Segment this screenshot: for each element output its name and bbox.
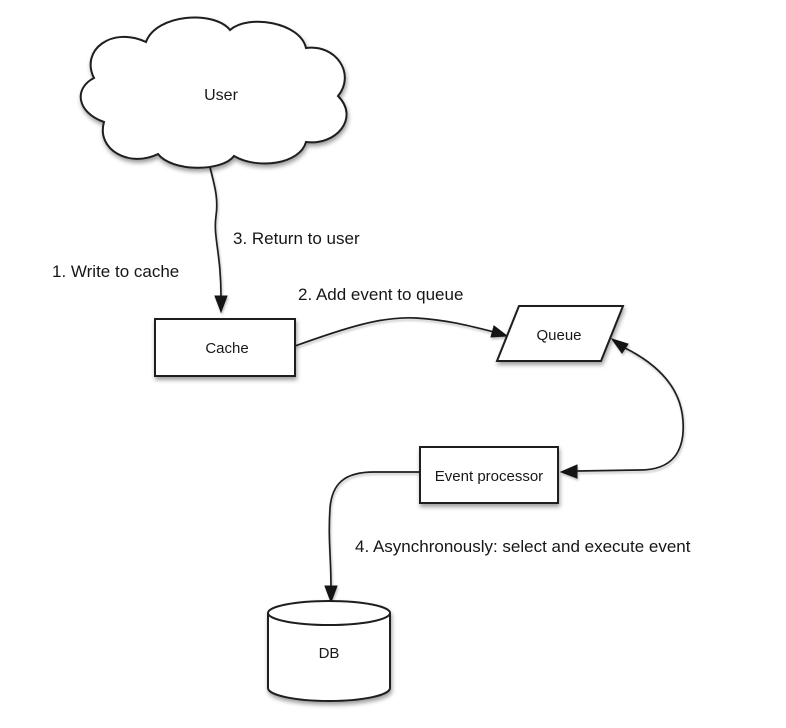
connectors-layer xyxy=(208,162,684,604)
arrowhead-into-event-processor xyxy=(559,464,578,479)
step2-label: 2. Add event to queue xyxy=(298,285,463,304)
edge-cache-to-queue xyxy=(294,316,495,347)
user-label: User xyxy=(204,87,238,104)
step1-label: 1. Write to cache xyxy=(52,262,179,281)
event-processor-box xyxy=(419,446,559,504)
db-label: DB xyxy=(319,645,340,662)
edge-queue-event-processor xyxy=(577,346,684,472)
event-processor-label: Event processor xyxy=(435,468,543,485)
step-annotations: 1. Write to cache 2. Add event to queue … xyxy=(52,229,691,556)
db-cylinder-top xyxy=(267,600,391,626)
shapes-layer xyxy=(79,16,625,702)
cache-label: Cache xyxy=(205,340,248,357)
db-cylinder xyxy=(267,600,391,702)
edge-event-processor-to-db xyxy=(328,471,421,588)
node-labels: User Cache Queue Event processor DB xyxy=(204,87,581,662)
step3-label: 3. Return to user xyxy=(233,229,360,248)
cache-box xyxy=(154,318,296,377)
arrowhead-into-queue-right xyxy=(610,338,629,354)
queue-label: Queue xyxy=(536,327,581,344)
arrowhead-into-queue-left xyxy=(490,325,509,338)
db-cylinder-body xyxy=(267,613,391,702)
user-cloud-shape xyxy=(79,16,348,169)
step4-label: 4. Asynchronously: select and execute ev… xyxy=(355,537,691,556)
arrowhead-into-cache xyxy=(214,295,228,314)
edge-user-to-cache xyxy=(208,162,222,298)
arrowhead-into-db xyxy=(324,585,338,604)
queue-parallelogram xyxy=(495,305,625,362)
